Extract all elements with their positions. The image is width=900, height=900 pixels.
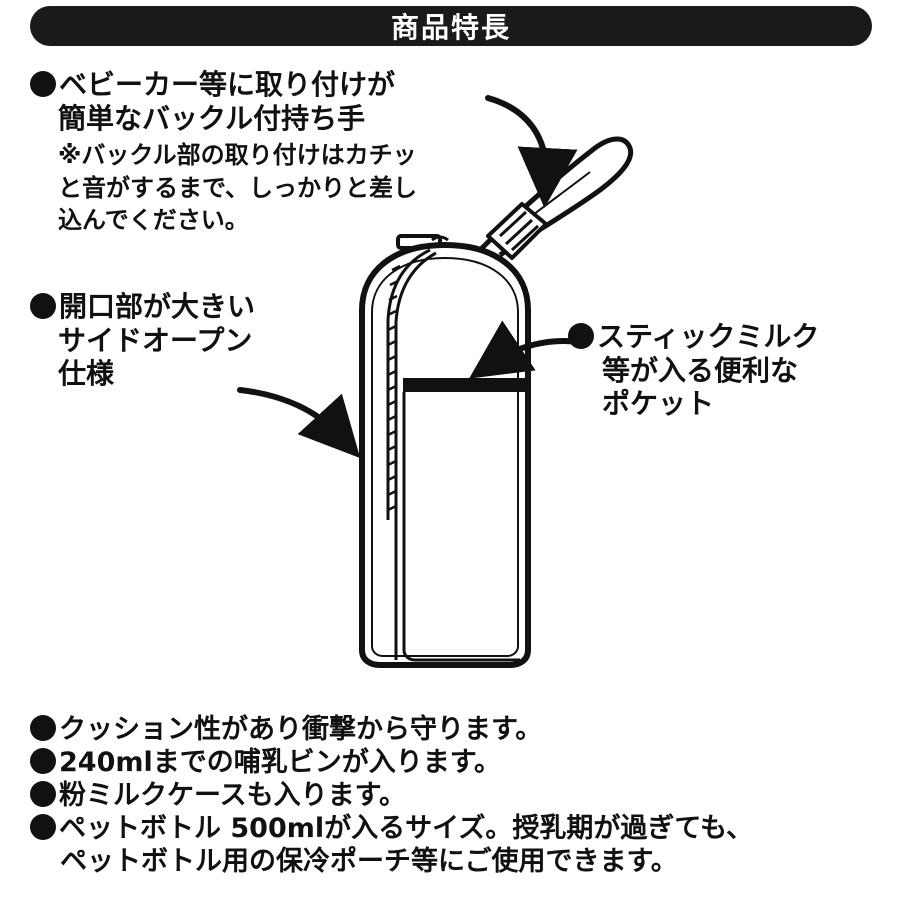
callout-line: 仕様: [58, 357, 115, 391]
callout-line: ポケット: [602, 387, 715, 421]
feature-list: クッション性があり衝撃から守ります。 240mlまでの哺乳ビンが入ります。 粉ミ…: [30, 714, 753, 879]
callout-line: 開口部が大きい: [30, 290, 255, 324]
callout-note: ※バックル部の取り付けはカチッ: [58, 141, 417, 170]
callout-buckle-handle: ベビーカー等に取り付けが 簡単なバックル付持ち手 ※バックル部の取り付けはカチッ…: [30, 68, 417, 236]
callout-side-opening: 開口部が大きい サイドオープン 仕様: [30, 290, 255, 391]
callout-note: 込んでください。: [58, 205, 249, 234]
list-item: 粉ミルクケースも入ります。: [30, 780, 753, 813]
bullet-icon: [30, 715, 56, 741]
callout-line: 等が入る便利な: [602, 353, 799, 387]
callout-line: ベビーカー等に取り付けが: [30, 68, 417, 102]
callout-pocket: スティックミルク 等が入る便利な ポケット: [568, 320, 819, 421]
bullet-icon: [30, 293, 56, 319]
list-item: クッション性があり衝撃から守ります。: [30, 714, 753, 747]
header-bar: 商品特長: [30, 6, 872, 46]
front-pocket: [402, 378, 528, 662]
callout-line: サイドオープン: [58, 323, 253, 357]
buckle-icon: [486, 202, 548, 260]
callout-note: と音がするまで、しっかりと差し: [58, 173, 418, 202]
bullet-icon: [30, 780, 56, 807]
bullet-icon: [568, 323, 594, 349]
callout-line: 簡単なバックル付持ち手: [58, 101, 366, 135]
bullet-icon: [30, 813, 56, 840]
side-zipper: [386, 248, 437, 660]
page-title: 商品特長: [390, 11, 511, 44]
curved-arrow-icon: [237, 387, 361, 459]
curved-arrow-icon: [485, 95, 578, 208]
list-item-continuation: ペットボトル用の保冷ポーチ等にご使用できます。: [60, 845, 678, 877]
callout-line: スティックミルク: [568, 320, 819, 354]
list-item: ペットボトル 500mlが入るサイズ。授乳期が過ぎても、: [30, 813, 753, 846]
bullet-icon: [30, 71, 56, 97]
bullet-icon: [30, 747, 56, 774]
list-item: 240mlまでの哺乳ビンが入ります。: [30, 747, 753, 780]
